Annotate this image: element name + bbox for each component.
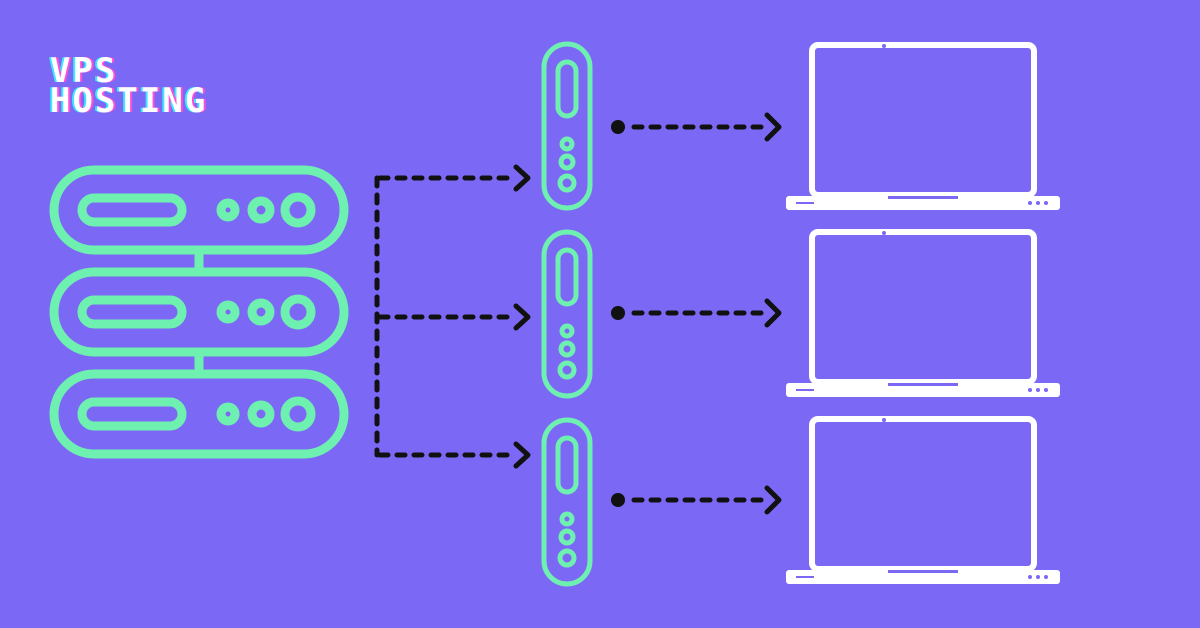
laptop-camera: [882, 44, 886, 48]
vps-led: [559, 511, 575, 527]
vps-led: [559, 136, 575, 152]
server-slot-3: [77, 397, 187, 431]
server-led: [247, 196, 275, 224]
laptop-base: [786, 383, 1060, 397]
laptop-camera: [882, 418, 886, 422]
server-led: [247, 298, 275, 326]
arrowhead-icon: [764, 112, 782, 142]
vps-led: [557, 173, 577, 193]
server-unit-3: [49, 369, 349, 459]
laptop-icon: [786, 42, 1060, 210]
arrowhead-icon: [764, 485, 782, 515]
arrowhead-icon: [513, 303, 531, 331]
server-unit-2: [49, 267, 349, 357]
virtual-server-icon: [541, 417, 593, 587]
main-server-icon: [49, 165, 349, 459]
laptop-screen: [809, 229, 1037, 385]
client-connectors: [611, 112, 782, 515]
server-led: [216, 300, 240, 324]
laptop-base: [786, 570, 1060, 584]
vps-slot: [555, 435, 579, 495]
virtual-server-icon: [541, 229, 593, 399]
vps-unit-1: [541, 41, 593, 211]
page-title: VPS HOSTING: [50, 51, 208, 121]
connector-dot: [611, 493, 625, 507]
server-led: [247, 400, 275, 428]
vps-unit-3: [541, 417, 593, 587]
laptop-camera: [882, 231, 886, 235]
branch-connectors: [374, 175, 515, 458]
server-slot-2: [77, 295, 187, 329]
laptop-notch: [888, 196, 958, 199]
laptop-port: [796, 389, 814, 391]
server-slot-1: [77, 193, 187, 227]
laptop-port: [796, 576, 814, 578]
vps-led: [558, 528, 576, 546]
vps-slot: [555, 247, 579, 307]
laptop-screen: [809, 42, 1037, 198]
laptop-screen: [809, 416, 1037, 572]
vps-led: [558, 340, 576, 358]
server-unit-1: [49, 165, 349, 255]
server-led: [216, 198, 240, 222]
arrowhead-icon: [513, 164, 531, 192]
server-led: [216, 402, 240, 426]
vps-led: [557, 360, 577, 380]
laptop-base: [786, 196, 1060, 210]
vps-slot: [555, 59, 579, 119]
laptop-icon: [786, 229, 1060, 397]
vps-unit-2: [541, 229, 593, 399]
virtual-server-icon: [541, 41, 593, 211]
vps-led: [559, 323, 575, 339]
server-led: [280, 294, 316, 330]
server-led: [280, 192, 316, 228]
laptop-icon: [786, 416, 1060, 584]
branch-arrowheads: [513, 164, 531, 469]
title-line-vps: VPS: [50, 51, 118, 91]
vps-led: [557, 548, 577, 568]
laptop-notch: [888, 383, 958, 386]
title-line-hosting: HOSTING: [50, 81, 208, 121]
server-led: [280, 396, 316, 432]
laptop-notch: [888, 570, 958, 573]
connector-dot: [611, 120, 625, 134]
arrowhead-icon: [764, 298, 782, 328]
connector-dot: [611, 306, 625, 320]
laptop-port: [796, 202, 814, 204]
arrowhead-icon: [513, 441, 531, 469]
vps-led: [558, 153, 576, 171]
